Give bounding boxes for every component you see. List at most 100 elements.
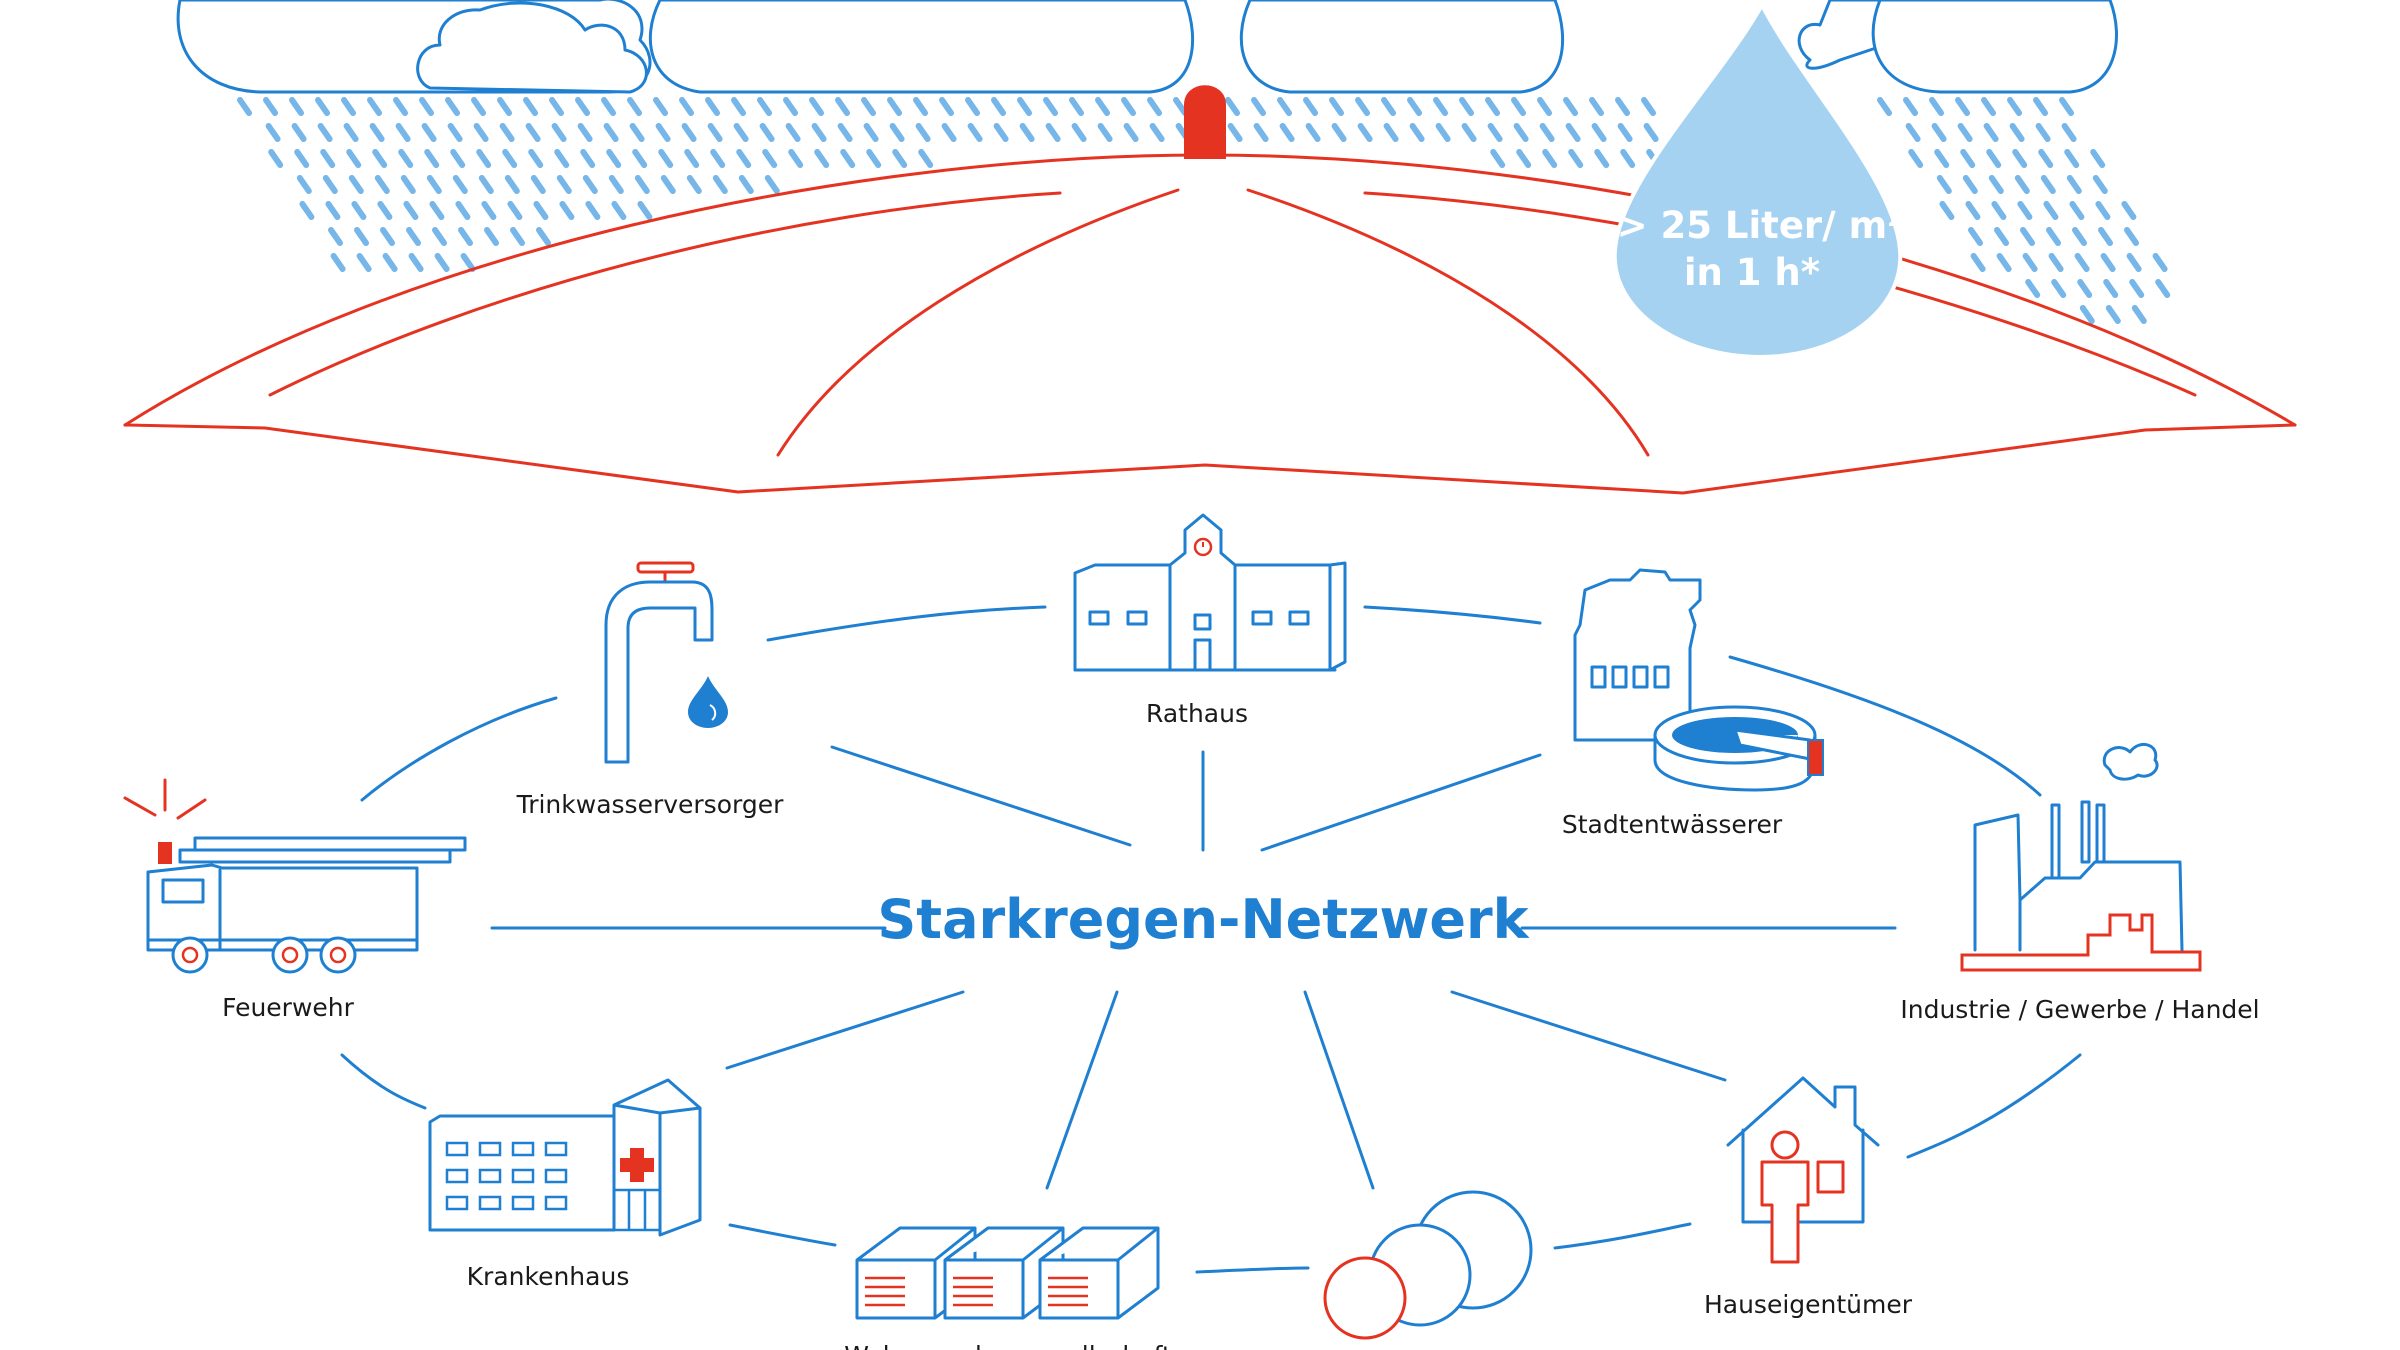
rain-streak [2072, 227, 2087, 246]
rain-streak [1594, 149, 1610, 168]
rain-streak [863, 123, 879, 142]
rain-streak [455, 201, 471, 220]
rain-streak [424, 149, 440, 168]
rain-streak [1563, 97, 1578, 116]
rain-streak [1955, 97, 1970, 116]
rain-streak [1877, 97, 1892, 116]
rain-streak [1991, 201, 2007, 220]
rain-streak [1071, 123, 1087, 142]
rain-streak [658, 149, 674, 168]
rain-streak [627, 97, 642, 116]
rain-streak [1329, 97, 1344, 116]
rain-streak [679, 97, 694, 116]
rain-streak [788, 149, 804, 168]
rain-streak [2100, 253, 2116, 272]
rain-streak [2009, 123, 2025, 142]
rain-streak [536, 227, 551, 246]
rain-streak [1121, 97, 1136, 116]
rainfall-amount: > 25 Liter/ m² [1617, 204, 1904, 247]
rain-streak [967, 123, 983, 142]
rain-streak [731, 97, 746, 116]
rain-streak [1511, 97, 1526, 116]
rain-streak [447, 123, 463, 142]
rain-streak [2038, 149, 2054, 168]
rain-streak [965, 97, 980, 116]
water-tap-icon [604, 561, 728, 764]
rain-streak [426, 175, 442, 194]
rain-streak [429, 201, 445, 220]
rain-streak [432, 227, 447, 246]
rain-streak [473, 123, 489, 142]
rain-streak [1331, 123, 1347, 142]
rain-streak [710, 149, 726, 168]
label-krankenhaus: Krankenhaus [467, 1262, 630, 1291]
rain-streak [1960, 149, 1976, 168]
rain-streak [317, 123, 333, 142]
rain-streak [343, 123, 359, 142]
rain-streak [2066, 175, 2082, 194]
rain-streak [351, 201, 367, 220]
fire-truck-icon [123, 778, 467, 974]
circles-icon [1323, 1190, 1533, 1340]
rain-streak [499, 123, 515, 142]
rain-streak [1487, 123, 1503, 142]
rain-streak [525, 123, 541, 142]
rain-streak [601, 97, 616, 116]
rain-streak [1513, 123, 1529, 142]
rain-streak [406, 227, 421, 246]
rain-streak [237, 97, 252, 116]
cloud-icon [1239, 0, 1565, 94]
rain-streak [684, 149, 700, 168]
rain-streak [460, 253, 476, 272]
rain-streak [268, 149, 284, 168]
label-rathaus: Rathaus [1146, 699, 1248, 728]
rain-streak [408, 253, 424, 272]
rain-streak [580, 149, 596, 168]
rain-streak [1934, 149, 1950, 168]
rain-streak [759, 123, 775, 142]
rain-streak [2033, 97, 2048, 116]
rain-streak [478, 175, 494, 194]
rain-streak [764, 175, 780, 194]
rain-streak [1970, 253, 1986, 272]
rain-streaks [237, 97, 2171, 324]
rain-streak [510, 227, 525, 246]
rain-streak [398, 149, 414, 168]
rain-streak [2017, 201, 2033, 220]
rain-streak [1936, 175, 1952, 194]
rain-streak [2040, 175, 2056, 194]
rain-streak [533, 201, 549, 220]
rain-streak [1589, 97, 1604, 116]
rain-streak [655, 123, 671, 142]
rain-streak [1407, 97, 1422, 116]
rain-streak [2035, 123, 2051, 142]
rain-streak [1355, 97, 1370, 116]
rain-streak [1988, 175, 2004, 194]
rain-streak [2152, 253, 2168, 272]
rain-streak [497, 97, 512, 116]
rain-streak [1357, 123, 1373, 142]
rain-streak [2007, 97, 2022, 116]
rain-streak [2103, 279, 2119, 298]
rain-streak [1490, 149, 1506, 168]
rain-streak [2131, 305, 2147, 324]
rain-streak [294, 149, 310, 168]
rainfall-duration: in 1 h* [1684, 251, 1820, 294]
rain-streak [637, 201, 653, 220]
rain-streak [634, 175, 650, 194]
rain-streak [1305, 123, 1321, 142]
rain-streak [913, 97, 928, 116]
label-feuerwehr: Feuerwehr [222, 993, 355, 1022]
rain-streak [611, 201, 627, 220]
rain-streak [2105, 305, 2121, 324]
factory-icon [1960, 742, 2202, 972]
rain-streak [372, 149, 388, 168]
rain-streak [2069, 201, 2085, 220]
rain-streak [395, 123, 411, 142]
rain-streak [452, 175, 468, 194]
rain-streak [887, 97, 902, 116]
rain-streak [2121, 201, 2137, 220]
rain-streak [291, 123, 307, 142]
rain-streak [556, 175, 572, 194]
rain-streak [1643, 123, 1659, 142]
